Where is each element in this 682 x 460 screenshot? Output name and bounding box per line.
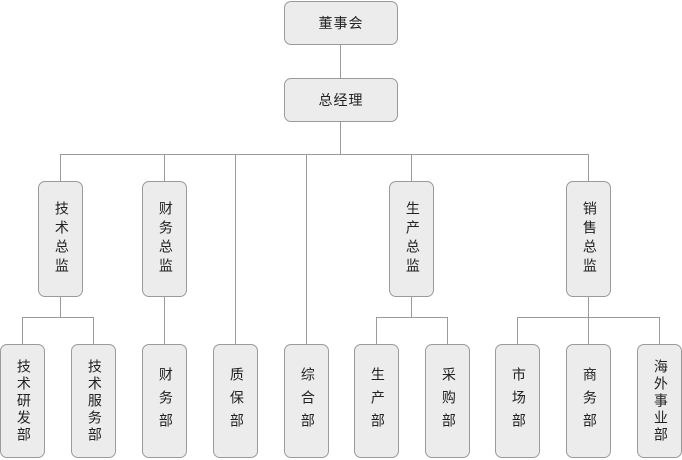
production-dept-label: 生产部 <box>368 366 385 436</box>
connector-to-finance-director <box>164 154 165 181</box>
connector-to-tech-rd <box>22 317 23 344</box>
connector-to-production-dept <box>376 317 377 344</box>
production-director-node: 生产总监 <box>389 181 434 297</box>
connector-to-production-director <box>411 154 412 181</box>
production-dept-node: 生产部 <box>354 344 399 458</box>
connector-level2-bus <box>60 154 589 155</box>
board-node: 董事会 <box>284 1 398 45</box>
board-label: 董事会 <box>318 16 364 32</box>
connector-to-sales-director <box>588 154 589 181</box>
quality-dept-label: 质保部 <box>227 366 244 436</box>
connector-to-tech-director <box>60 154 61 181</box>
tech-director-label: 技术总监 <box>52 201 69 277</box>
connector-finance-director-down <box>164 297 165 344</box>
general-dept-label: 综合部 <box>298 366 315 436</box>
connector-to-business-dept <box>588 317 589 344</box>
overseas-dept-label: 海外事业部 <box>651 358 668 444</box>
business-dept-node: 商务部 <box>566 344 611 458</box>
connector-to-market-dept <box>517 317 518 344</box>
gm-node: 总经理 <box>284 78 398 122</box>
tech-director-node: 技术总监 <box>38 181 83 297</box>
sales-director-label: 销售总监 <box>580 201 597 277</box>
purchasing-dept-node: 采购部 <box>425 344 470 458</box>
tech-service-dept-label: 技术服务部 <box>85 358 102 444</box>
connector-production-bus <box>376 317 448 318</box>
connector-to-overseas-dept <box>659 317 660 344</box>
market-dept-label: 市场部 <box>509 366 526 436</box>
connector-gm-down <box>340 122 341 154</box>
connector-production-director-down <box>411 297 412 317</box>
connector-to-quality-dept <box>235 154 236 344</box>
finance-director-node: 财务总监 <box>142 181 187 297</box>
finance-director-label: 财务总监 <box>156 201 173 277</box>
general-dept-node: 综合部 <box>284 344 329 458</box>
connector-tech-bus <box>22 317 94 318</box>
gm-label: 总经理 <box>318 93 364 109</box>
overseas-dept-node: 海外事业部 <box>637 344 682 458</box>
connector-to-tech-service <box>93 317 94 344</box>
connector-to-purchasing-dept <box>447 317 448 344</box>
tech-rd-dept-node: 技术研发部 <box>0 344 45 458</box>
finance-dept-label: 财务部 <box>156 366 173 436</box>
connector-tech-director-down <box>60 297 61 317</box>
production-director-label: 生产总监 <box>403 201 420 277</box>
business-dept-label: 商务部 <box>580 366 597 436</box>
finance-dept-node: 财务部 <box>142 344 187 458</box>
connector-sales-director-down <box>588 297 589 317</box>
connector-board-gm <box>340 44 341 78</box>
market-dept-node: 市场部 <box>495 344 540 458</box>
tech-service-dept-node: 技术服务部 <box>71 344 116 458</box>
quality-dept-node: 质保部 <box>213 344 258 458</box>
tech-rd-dept-label: 技术研发部 <box>14 358 31 444</box>
sales-director-node: 销售总监 <box>566 181 611 297</box>
purchasing-dept-label: 采购部 <box>439 366 456 436</box>
connector-to-general-dept <box>306 154 307 344</box>
